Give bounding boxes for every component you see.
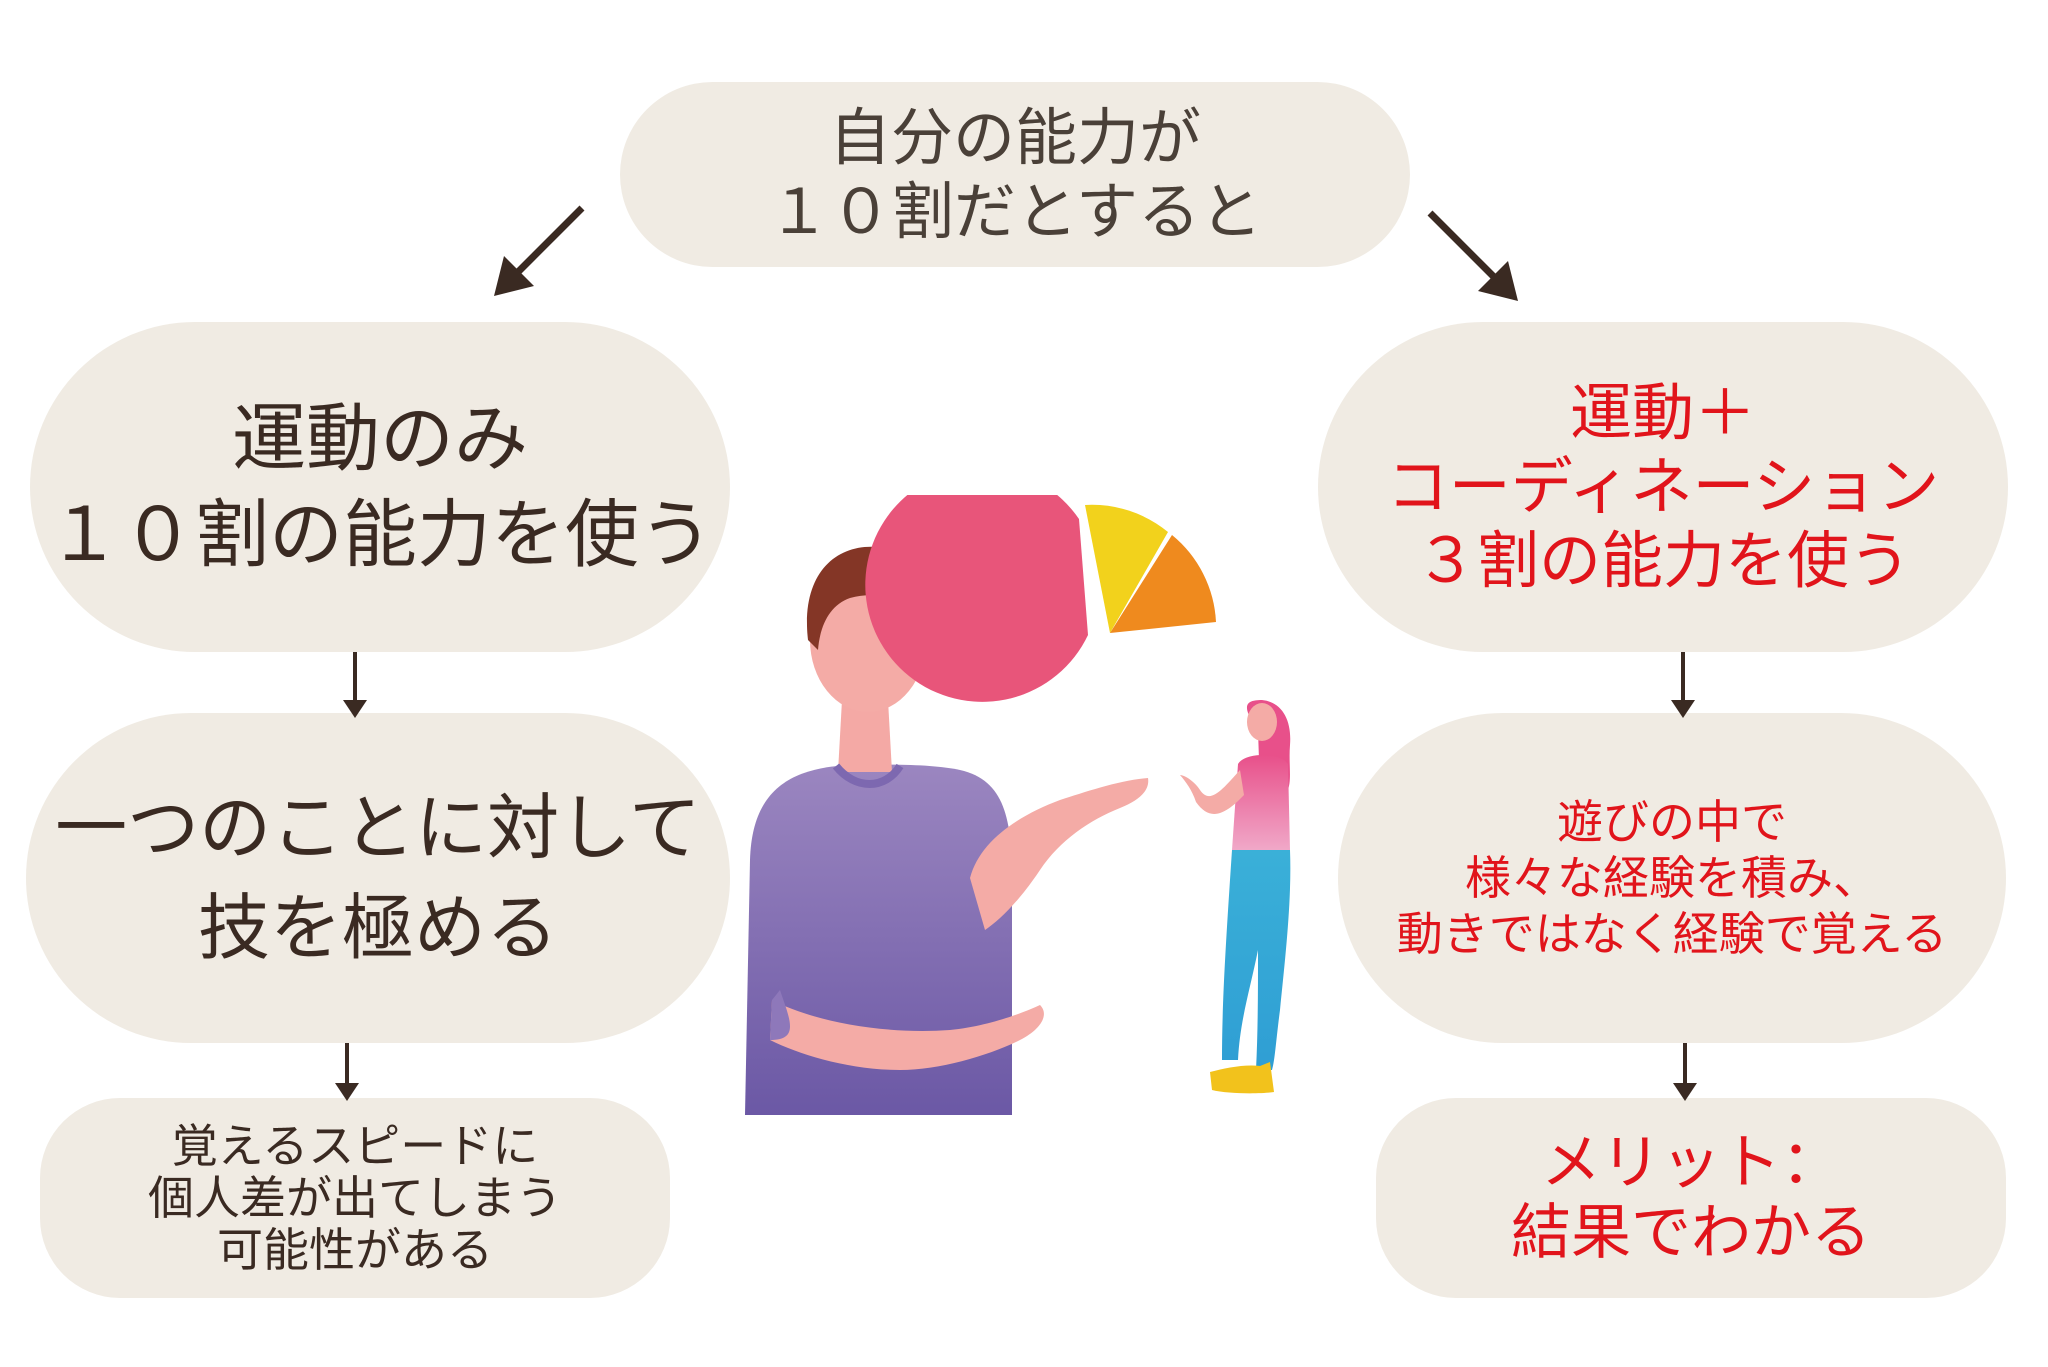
left-box-3-line-2: 個人差が出てしまう <box>148 1171 562 1225</box>
arrow-down-icon-left-2 <box>335 1043 359 1101</box>
right-box-3-line-1: メリット： <box>1541 1128 1841 1198</box>
left-box-3-line-1: 覚えるスピードに <box>171 1119 539 1173</box>
right-box-1-line-1: 運動＋ <box>1569 376 1756 449</box>
right-box-2: 遊びの中で 様々な経験を積み、 動きではなく経験で覚える <box>1338 713 2006 1043</box>
right-box-3: メリット： 結果でわかる <box>1376 1098 2006 1298</box>
arrow-down-icon-left-1 <box>343 652 367 718</box>
arrow-down-icon-right-2 <box>1673 1043 1697 1101</box>
left-box-2-line-2: 技を極める <box>197 886 558 970</box>
right-box-1-line-2: コーディネーション <box>1386 450 1940 523</box>
top-line-2: １０割だとすると <box>767 174 1263 248</box>
arrow-down-icon-right-1 <box>1671 652 1695 718</box>
pie-orange-slice <box>1110 535 1216 633</box>
arrow-down-left-icon <box>494 205 585 296</box>
left-box-2: 一つのことに対して 技を極める <box>26 713 730 1043</box>
arrow-down-right-icon <box>1427 210 1518 301</box>
top-line-1: 自分の能力が <box>828 100 1201 174</box>
right-box-1: 運動＋ コーディネーション ３割の能力を使う <box>1318 322 2008 652</box>
right-box-1-line-3: ３割の能力を使う <box>1414 524 1911 597</box>
left-box-1-line-1: 運動のみ <box>232 396 528 482</box>
left-box-3: 覚えるスピードに 個人差が出てしまう 可能性がある <box>40 1098 670 1298</box>
left-box-2-line-1: 一つのことに対して <box>55 786 701 870</box>
pie-yellow-slice <box>1085 504 1168 633</box>
presenter-with-pie-chart-illustration <box>745 495 1291 1115</box>
right-box-2-line-3: 動きではなく経験で覚える <box>1396 907 1948 961</box>
right-box-2-line-2: 様々な経験を積み、 <box>1465 851 1879 905</box>
right-box-3-line-2: 結果でわかる <box>1511 1198 1871 1268</box>
left-box-1-line-2: １０割の能力を使う <box>47 492 713 578</box>
left-box-1: 運動のみ １０割の能力を使う <box>30 322 730 652</box>
top-question-box: 自分の能力が １０割だとすると <box>620 82 1410 267</box>
right-box-2-line-1: 遊びの中で <box>1557 795 1787 849</box>
left-box-3-line-3: 可能性がある <box>217 1223 493 1277</box>
pie-main-slice <box>865 495 1088 702</box>
